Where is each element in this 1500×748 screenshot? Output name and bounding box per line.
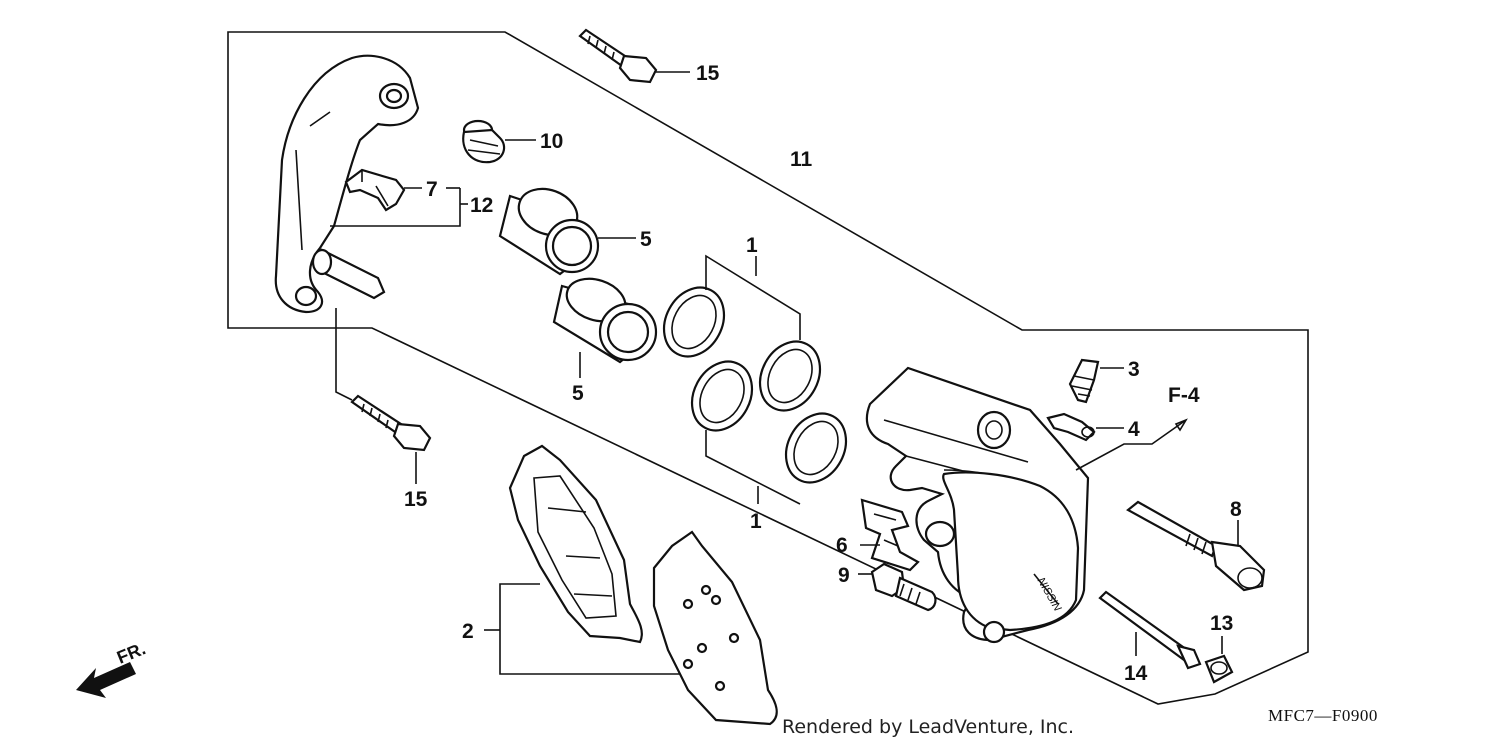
callout-2: 2 [462, 620, 474, 643]
pad-retainer-spring [860, 498, 920, 572]
direction-label: FR. [114, 638, 148, 667]
callout-4: 4 [1128, 418, 1140, 441]
brake-pad-front [508, 444, 643, 644]
pad-pin [1098, 590, 1202, 670]
bleeder-valve [1068, 358, 1100, 404]
callout-f4: F-4 [1168, 384, 1200, 407]
callout-9: 9 [838, 564, 850, 587]
callout-5-upper: 5 [640, 228, 652, 251]
pad-spring-clip [344, 168, 406, 212]
callout-1-bottom: 1 [750, 510, 762, 533]
piston-seals [662, 286, 848, 484]
credit-text: Rendered by LeadVenture, Inc. [782, 716, 1075, 738]
bleeder-screw [870, 562, 937, 612]
callout-15-top: 15 [696, 62, 720, 85]
piston-lower [552, 277, 658, 364]
pin-plug [1046, 412, 1096, 442]
callout-12: 12 [470, 194, 493, 217]
bolt-top [578, 28, 658, 84]
diagram-code: MFC7—F0900 [1268, 706, 1378, 725]
callout-6: 6 [836, 534, 848, 557]
brake-pad-rear [652, 530, 778, 726]
callout-13: 13 [1210, 612, 1233, 635]
pin-boot [1204, 654, 1234, 684]
callout-8: 8 [1230, 498, 1242, 521]
bleeder-cap [462, 119, 506, 164]
callout-1-top: 1 [746, 234, 758, 257]
callout-15-bottom: 15 [404, 488, 428, 511]
callout-5-lower: 5 [572, 382, 584, 405]
caliper-bracket [274, 54, 420, 314]
assembly-boundary [227, 31, 1309, 705]
bolt-bottom [350, 394, 432, 452]
callout-3: 3 [1128, 358, 1140, 381]
callout-11: 11 [790, 148, 813, 171]
piston-upper [498, 187, 600, 276]
callout-14: 14 [1124, 662, 1148, 685]
caliper-body: NISSIN [865, 366, 1090, 644]
callout-10: 10 [540, 130, 563, 153]
callout-7: 7 [426, 178, 438, 201]
front-direction-arrow: FR. [76, 638, 148, 698]
slide-pin-bolt [1126, 500, 1266, 592]
